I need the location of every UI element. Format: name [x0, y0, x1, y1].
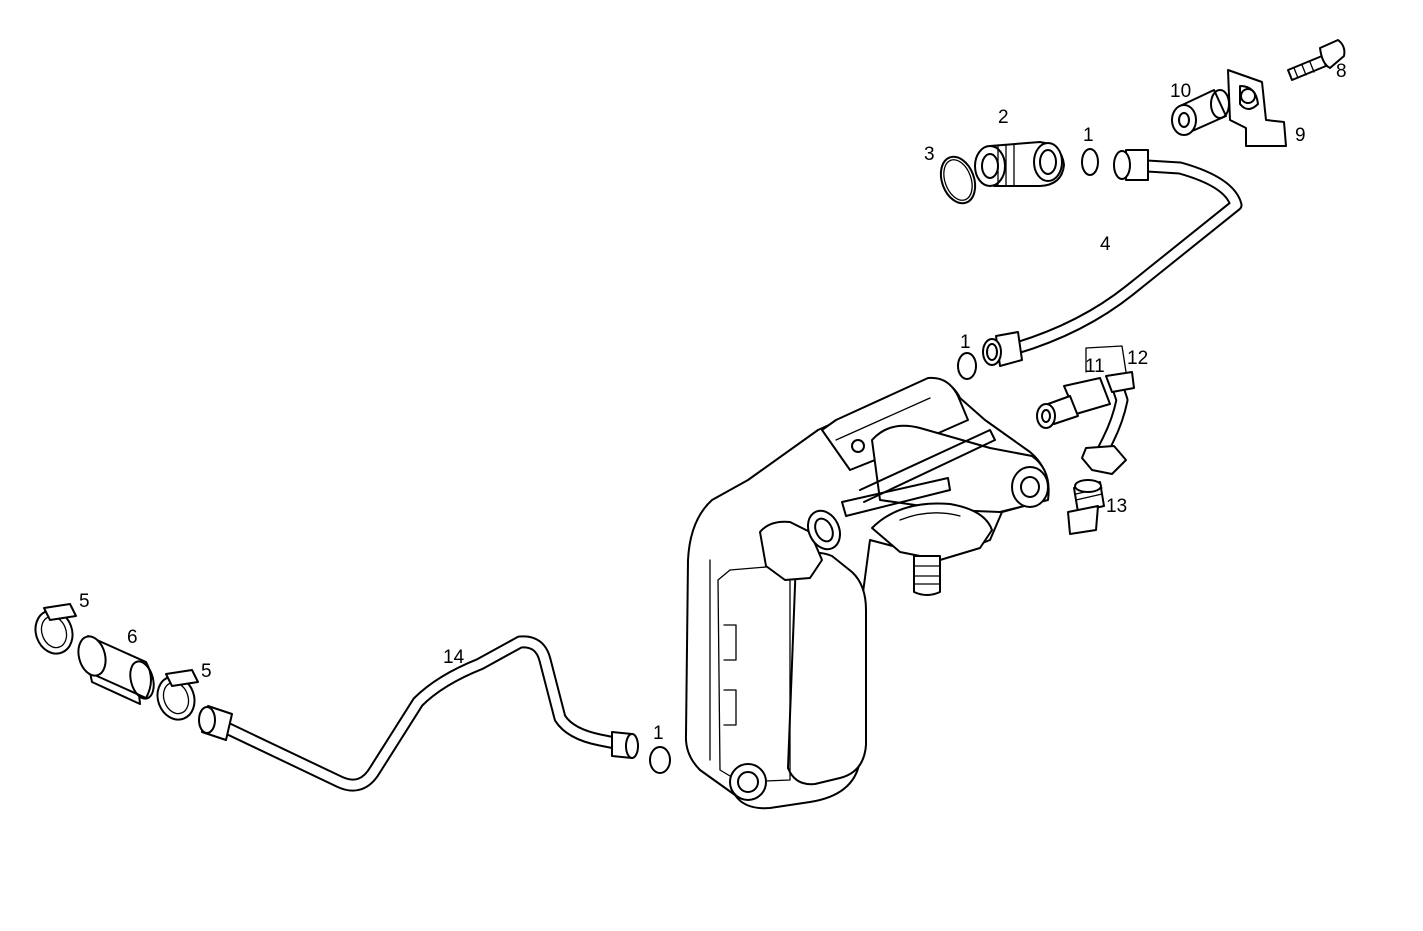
label-1-mid: 1: [960, 332, 971, 353]
part-8-bolt: [1287, 39, 1346, 81]
part-1-oring-top: [1081, 148, 1099, 176]
part-13-nipple: [1067, 479, 1105, 535]
housing-boss: [729, 763, 767, 801]
part-1-oring-mid: [957, 352, 977, 380]
housing-cover: [787, 551, 867, 786]
label-5-right: 5: [201, 661, 212, 682]
pipe-4: [982, 149, 1243, 367]
label-11: 11: [1085, 356, 1105, 377]
housing-frame: [717, 564, 791, 783]
part-labels: 1 1 1 2 3 4 5 5 6 8 9 10 11 12 13 14: [79, 61, 1347, 744]
label-14: 14: [443, 647, 465, 668]
label-12: 12: [1127, 348, 1148, 369]
part-2-elbow: [974, 141, 1065, 187]
part-5-clamp-left: [34, 603, 77, 655]
label-4: 4: [1100, 234, 1111, 255]
label-5-left: 5: [79, 591, 90, 612]
label-1-top: 1: [1083, 125, 1094, 146]
label-3: 3: [924, 144, 935, 165]
label-1-bottom: 1: [653, 723, 664, 744]
part-6-hose: [77, 635, 155, 705]
pipe-14: [198, 635, 639, 792]
part-10-sleeve: [1171, 89, 1230, 136]
part-11-12-assembly: [1036, 345, 1135, 475]
label-2: 2: [998, 107, 1009, 128]
label-8: 8: [1336, 61, 1347, 82]
label-13: 13: [1106, 496, 1127, 517]
part-9-bracket: [1227, 69, 1287, 147]
label-10: 10: [1170, 81, 1191, 102]
label-9: 9: [1295, 125, 1306, 146]
part-5-clamp-right: [156, 669, 199, 721]
housing: [684, 376, 1050, 810]
part-3-oring: [939, 155, 977, 205]
label-6: 6: [127, 627, 138, 648]
part-1-oring-bottom: [649, 746, 671, 774]
